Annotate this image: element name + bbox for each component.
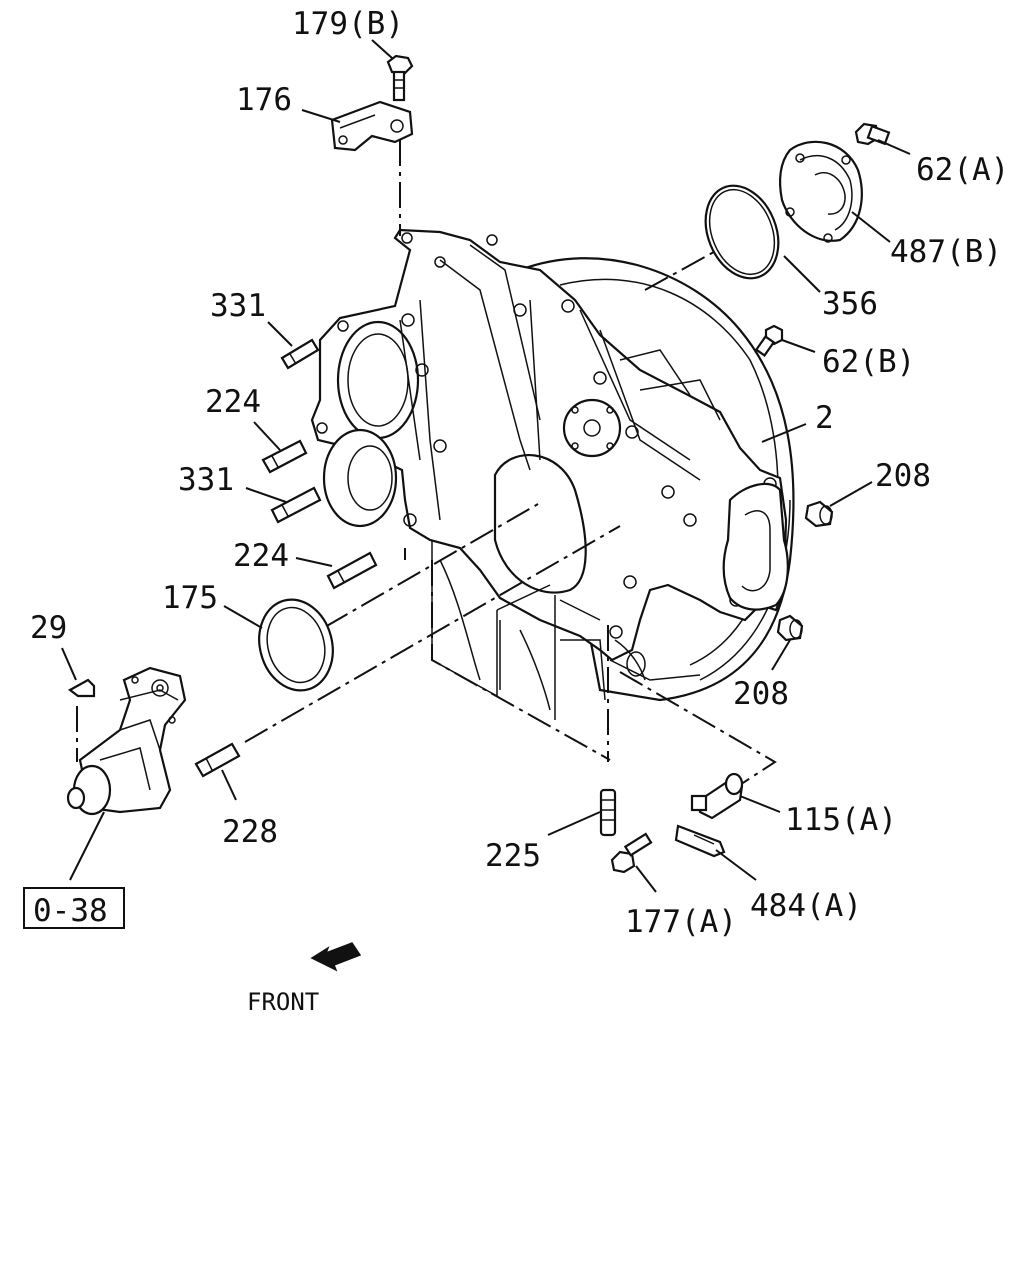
reference-box-label: 0-38 <box>33 893 108 929</box>
stud-224-upper <box>261 439 308 474</box>
dowel-228 <box>194 742 241 778</box>
label-331-upper: 331 <box>210 288 266 324</box>
label-62a: 62(A) <box>916 152 1009 188</box>
label-29: 29 <box>30 610 67 646</box>
label-115a: 115(A) <box>785 802 897 838</box>
bracket-176 <box>330 100 414 152</box>
flywheel-housing <box>310 228 795 720</box>
label-225: 225 <box>485 838 541 874</box>
label-208-lower: 208 <box>733 676 789 712</box>
dowel-331-upper <box>280 338 320 370</box>
label-177a: 177(A) <box>625 904 737 940</box>
label-2: 2 <box>815 400 834 436</box>
label-62b: 62(B) <box>822 344 915 380</box>
label-331-lower: 331 <box>178 462 234 498</box>
pump-assembly <box>66 666 187 816</box>
label-484a: 484(A) <box>750 888 862 924</box>
bolt-62b <box>754 324 784 357</box>
label-208-upper: 208 <box>875 458 931 494</box>
sensor-115a <box>690 772 744 820</box>
plug-208-upper <box>804 500 834 528</box>
label-224-upper: 224 <box>205 384 261 420</box>
plate-484a <box>674 824 726 858</box>
front-direction-indicator: FRONT <box>247 942 362 1016</box>
label-176: 176 <box>236 82 292 118</box>
label-487b: 487(B) <box>890 234 1002 270</box>
bolt-62a <box>854 122 891 146</box>
bolt-177a <box>610 832 653 874</box>
seal-175 <box>258 598 334 692</box>
dowel-331-lower <box>270 486 322 524</box>
callout-labels: 179(B) 176 62(A) 487(B) 356 62(B) 331 22… <box>30 6 1009 940</box>
front-arrow-icon <box>310 942 362 972</box>
label-224-lower: 224 <box>233 538 289 574</box>
label-356: 356 <box>822 286 878 322</box>
label-179b: 179(B) <box>292 6 404 42</box>
label-228: 228 <box>222 814 278 850</box>
stud-224-lower <box>326 551 378 590</box>
oring-356 <box>704 184 780 280</box>
bolt-179b <box>386 54 414 102</box>
reference-box[interactable]: 0-38 <box>23 887 125 929</box>
label-175: 175 <box>162 580 218 616</box>
leader-lines <box>61 39 911 893</box>
front-label: FRONT <box>247 988 319 1016</box>
stud-225 <box>599 788 617 837</box>
key-29 <box>67 678 96 698</box>
cover-487b <box>779 140 863 243</box>
plug-208-lower <box>776 614 804 642</box>
